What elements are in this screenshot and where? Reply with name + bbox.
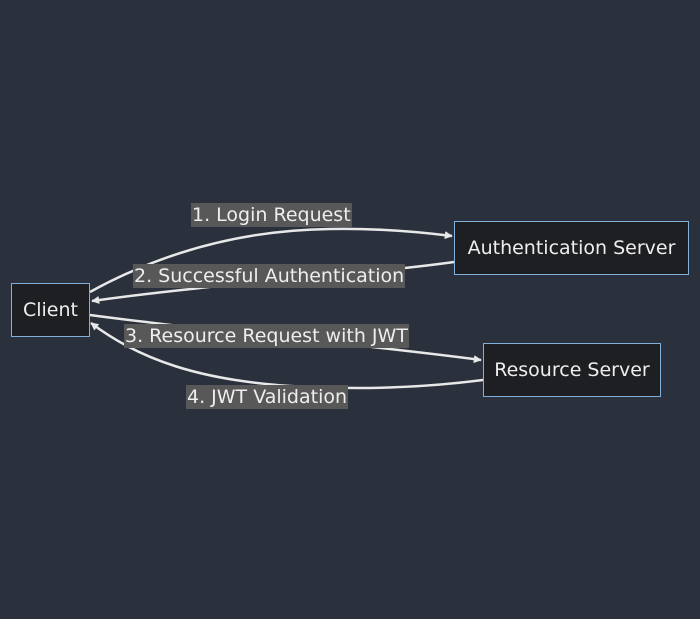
edge-label-successful-authentication: 2. Successful Authentication: [133, 264, 406, 288]
edge-label-jwt-validation: 4. JWT Validation: [186, 385, 349, 409]
edge-label-login-request: 1. Login Request: [191, 203, 352, 227]
edge-login-request: [89, 227, 453, 294]
node-resource-server[interactable]: Resource Server: [483, 343, 661, 397]
node-authentication-server[interactable]: Authentication Server: [454, 221, 689, 275]
node-client[interactable]: Client: [11, 283, 90, 337]
edge-label-resource-request: 3. Resource Request with JWT: [124, 324, 409, 348]
